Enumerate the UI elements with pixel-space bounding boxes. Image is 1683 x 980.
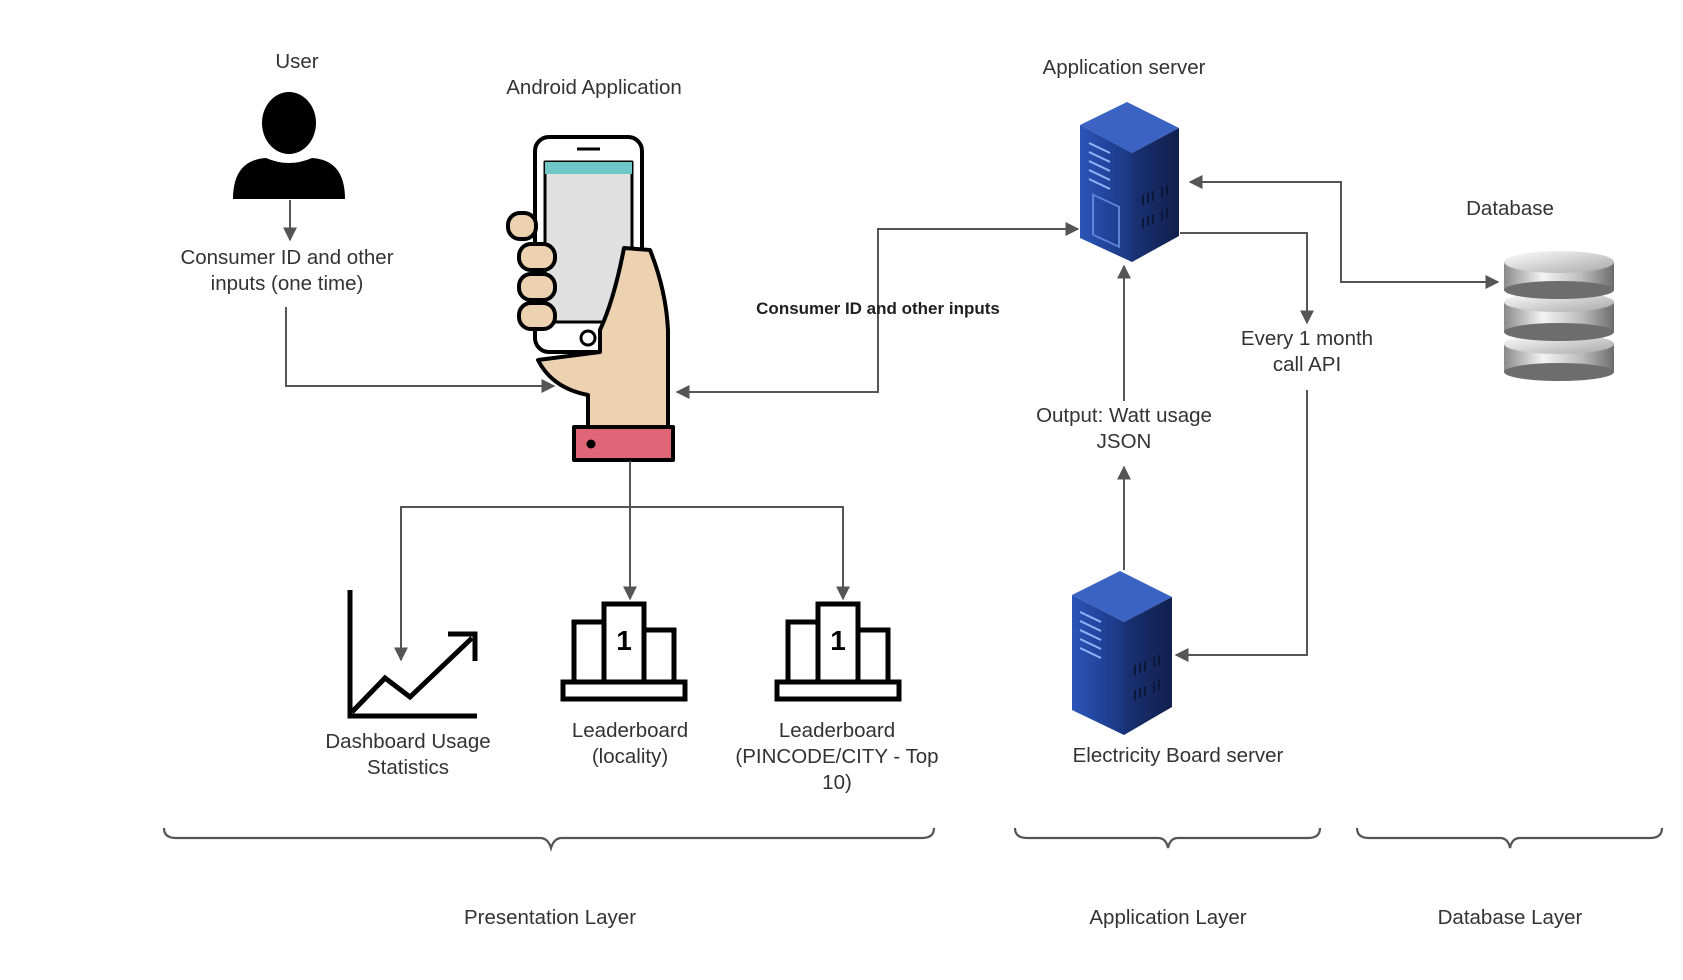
connector-app-server-database <box>1188 175 1500 289</box>
connector-input-to-phone <box>285 307 556 393</box>
leaderboard-locality-label: Leaderboard (locality) <box>571 719 689 768</box>
connector-app-server-to-api <box>1180 232 1314 325</box>
database-layer-brace <box>1355 827 1664 849</box>
database-label: Database <box>1466 197 1554 220</box>
application-layer-brace <box>1013 827 1322 849</box>
user-label: User <box>275 50 319 73</box>
leaderboard-locality-icon: 1 <box>560 601 688 702</box>
leaderboard-city-icon: 1 <box>774 601 902 702</box>
svg-text:1: 1 <box>830 625 846 656</box>
application-server-icon <box>1080 102 1179 262</box>
dashboard-chart-icon <box>347 590 478 719</box>
electricity-board-server-icon <box>1072 571 1172 735</box>
presentation-layer-brace <box>162 827 936 852</box>
user-input-label: Consumer ID and other inputs (one time) <box>180 246 394 295</box>
leaderboard-city-label: Leaderboard (PINCODE/CITY - Top 10) <box>735 719 939 794</box>
database-icon <box>1504 251 1614 381</box>
android-phone-icon <box>506 135 675 462</box>
android-application-label: Android Application <box>506 76 682 99</box>
connector-to-dashboard <box>394 506 630 662</box>
svg-text:1: 1 <box>616 625 632 656</box>
watt-output-label: Output: Watt usage JSON <box>1036 404 1212 453</box>
user-icon <box>233 92 345 199</box>
connector-to-leaderboard-city <box>630 506 850 601</box>
application-server-label: Application server <box>1042 56 1206 79</box>
application-layer-label: Application Layer <box>1089 906 1247 929</box>
connector-api-to-eb-server <box>1174 390 1308 662</box>
connector-phone-app-server <box>675 222 1080 399</box>
consumer-inputs-label: Consumer ID and other inputs <box>756 299 1000 318</box>
dashboard-label: Dashboard Usage Statistics <box>325 730 491 779</box>
monthly-api-label: Every 1 month call API <box>1240 327 1374 376</box>
electricity-board-server-label: Electricity Board server <box>1072 744 1284 767</box>
database-layer-label: Database Layer <box>1437 906 1583 929</box>
presentation-layer-label: Presentation Layer <box>463 906 637 929</box>
